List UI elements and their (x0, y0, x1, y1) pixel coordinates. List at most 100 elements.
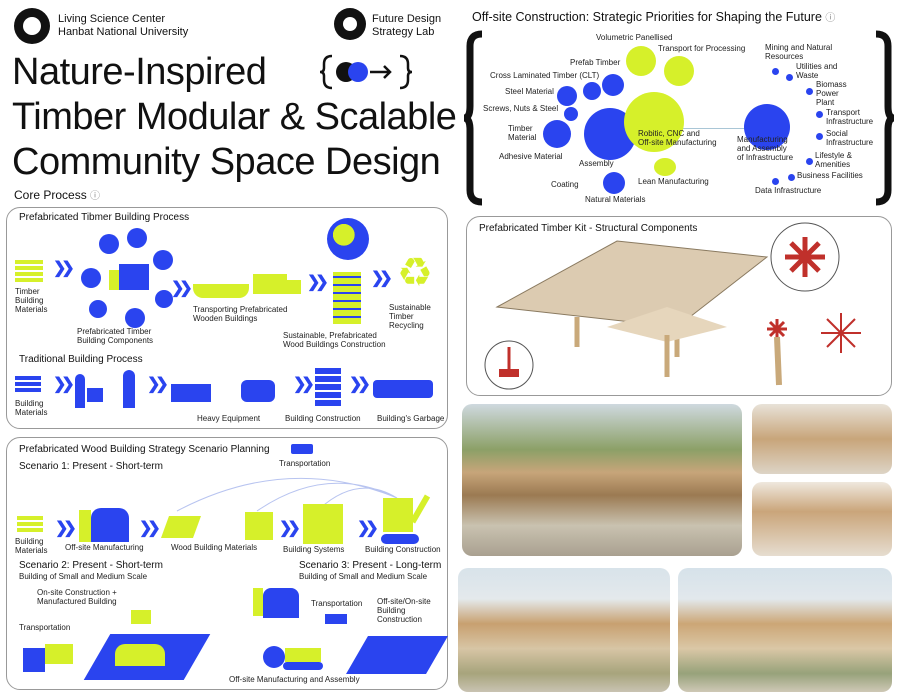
building-systems-icon (303, 504, 343, 544)
network-label: Manufacturing and Assembly of Infrastruc… (737, 135, 794, 162)
globe-icon (327, 218, 369, 260)
network-label: Timber Material (508, 124, 537, 142)
scenario2-subtitle: Building of Small and Medium Scale (19, 572, 148, 581)
title-line1: Nature-Inspired (12, 51, 267, 93)
chevron-icon: ❯❯ (55, 520, 77, 537)
left-brace (463, 30, 483, 206)
step-label: Sustainable Timber Recycling (389, 303, 431, 330)
chevron-icon: ❯❯ (171, 280, 193, 297)
step-label: Sustainable, Prefabricated Wood Building… (283, 331, 386, 349)
network-label: Screws, Nuts & Steel (483, 104, 559, 113)
offon-site-label: Off-site/On-site Building Construction (377, 597, 431, 624)
recycle-icon: ♻ (397, 251, 433, 295)
pavilion-render-4 (678, 568, 892, 692)
network-label: Lifestyle & Amenities (815, 151, 852, 169)
interior-render-1 (752, 404, 892, 474)
manufacturing-assembly-label: Off-site Manufacturing and Assembly (229, 675, 360, 684)
right-brace (875, 30, 895, 206)
org-line1: Living Science Center (58, 13, 166, 25)
timber-structure-drawing (484, 222, 861, 390)
building-grid-icon (315, 366, 341, 406)
info-icon[interactable]: ⓘ (825, 13, 836, 24)
chevron-icon: ❯❯ (147, 376, 169, 393)
offsite-title: Off-site Construction: Strategic Priorit… (472, 10, 836, 24)
core-process-panel: Prefabricated Tibmer Building Process Ti… (6, 207, 448, 429)
chevron-icon: ❯❯ (53, 376, 75, 393)
scenario-planning-panel: Prefabricated Wood Building Strategy Sce… (6, 437, 448, 690)
info-icon[interactable]: ⓘ (90, 191, 101, 202)
crane-icon (131, 610, 151, 624)
scenario3-subtitle: Building of Small and Medium Scale (299, 572, 428, 581)
org-line2: Hanbat National University (58, 26, 189, 38)
scenario-planning-title: Prefabricated Wood Building Strategy Sce… (19, 444, 270, 455)
network-label: Transport for Processing (658, 44, 746, 53)
traditional-process-title: Traditional Building Process (19, 354, 143, 365)
site-platform (346, 636, 448, 674)
scenario2-title: Scenario 2: Present - Short-term (19, 560, 163, 571)
brand-symbol (319, 54, 413, 90)
network-label: Data Infrastructure (755, 186, 822, 195)
step-label: Building Construction (365, 545, 441, 554)
network-label: Assembly (579, 159, 614, 168)
step-label: Prefabricated Timber Building Components (77, 327, 154, 345)
building-icon (333, 272, 361, 324)
network-label: Utilities and Waste (796, 62, 838, 80)
chevron-icon: ❯❯ (53, 260, 75, 277)
truck-icon (325, 614, 347, 624)
step-label: Heavy Equipment (197, 414, 261, 423)
chevron-icon: ❯❯ (279, 520, 301, 537)
network-label: Lean Manufacturing (638, 177, 709, 186)
scenario3-title: Scenario 3: Present - Long-term (299, 560, 442, 571)
ship-icon (193, 284, 249, 298)
step-label: Building Systems (283, 545, 345, 554)
network-label: Mining and Natural Resources (765, 43, 833, 61)
step-label: Building's Garbage (377, 414, 445, 423)
prefab-process-title: Prefabricated Tibmer Building Process (19, 212, 190, 223)
step-label: Off-site Manufacturing (65, 543, 144, 552)
step-label: Building Construction (285, 414, 361, 423)
transport-label: Transportation (311, 599, 363, 608)
step-label: Building Materials (15, 537, 48, 555)
pavilion-render-main (462, 404, 742, 556)
core-process-label: Core Process ⓘ (14, 188, 101, 202)
network-label: Business Facilities (797, 171, 863, 180)
wood-materials-icon (160, 516, 202, 538)
title-line2: Timber Modular & Scalable (12, 96, 457, 138)
step-label: Transporting Prefabricated Wooden Buildi… (193, 305, 288, 323)
chevron-icon: ❯❯ (371, 270, 393, 287)
future-lab-logo (334, 8, 366, 40)
pavilion-render-3 (458, 568, 670, 692)
network-label: Biomass Power Plant (816, 80, 847, 107)
lab-line2: Strategy Lab (372, 26, 435, 38)
chevron-icon: ❯❯ (357, 520, 379, 537)
dump-truck-icon (373, 380, 433, 398)
step-label: Timber Building Materials (15, 287, 48, 314)
chevron-icon: ❯❯ (293, 376, 315, 393)
chevron-icon: ❯❯ (139, 520, 161, 537)
kit-title: Prefabricated Timber Kit - Structural Co… (479, 223, 698, 234)
network-label: Social Infrastructure (826, 129, 874, 147)
lab-line1: Future Design (372, 13, 442, 25)
network-label: Volumetric Panellised (596, 33, 673, 42)
title-line3: Community Space Design (12, 141, 441, 183)
transport-arcs (176, 477, 398, 512)
interior-render-2 (752, 482, 892, 556)
timber-kit-panel: Prefabricated Timber Kit - Structural Co… (466, 216, 892, 396)
step-label: Building Materials (15, 399, 48, 417)
truck-icon (291, 444, 313, 454)
network-label: Natural Materials (585, 195, 646, 204)
transport-label: Transportation (19, 623, 71, 632)
network-label: Steel Material (505, 87, 554, 96)
timber-bundle-icon (245, 512, 273, 540)
living-science-logo (14, 8, 50, 44)
transport-label: Transportation (279, 459, 331, 468)
network-label: Transport Infrastructure (826, 108, 874, 126)
network-label: Prefab Timber (570, 58, 621, 67)
onsite-label: On-site Construction + Manufactured Buil… (37, 588, 117, 606)
network-label: Robitic, CNC and Off-site Manufacturing (638, 129, 717, 147)
step-label: Wood Building Materials (171, 543, 258, 552)
chevron-icon: ❯❯ (349, 376, 371, 393)
network-label: Coating (551, 180, 579, 189)
